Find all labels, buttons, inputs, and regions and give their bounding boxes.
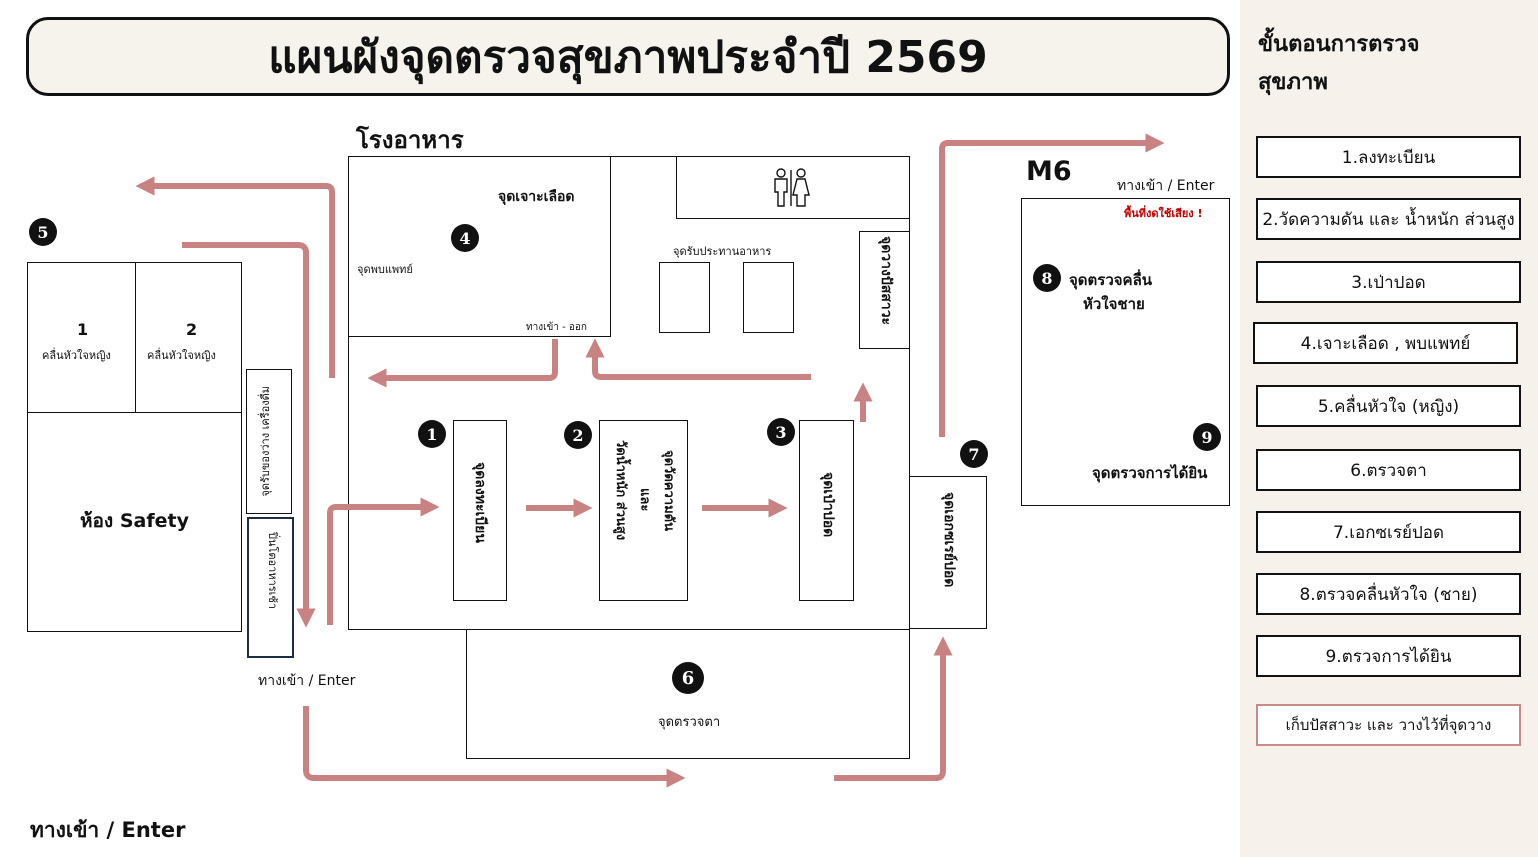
canteen-label: โรงอาหาร (356, 126, 464, 154)
marker-4: 4 (451, 224, 479, 252)
main-enter-label: ทางเข้า / Enter (30, 818, 186, 842)
arrow-exit-blood-room (367, 339, 558, 388)
bp-label-line1: จุดวัดความดัน (661, 450, 676, 531)
arrow-to-m6 (939, 133, 1165, 437)
flow-arrows (135, 133, 1165, 788)
restroom (676, 156, 910, 219)
room1-number: 1 (77, 320, 89, 339)
marker-7: 7 (960, 440, 988, 468)
ekg-room-1 (27, 262, 136, 413)
blood-point-label: จุดเจาะเลือด (498, 189, 575, 205)
hearing-label: จุดตรวจการได้ยิน (1092, 464, 1208, 482)
step-9: 9.ตรวจการได้ยิน (1256, 635, 1521, 677)
doctor-point-label: จุดพบแพทย์ (357, 263, 413, 276)
snack-point (246, 369, 292, 514)
marker-2: 2 (564, 421, 592, 449)
marker-1: 1 (418, 420, 446, 448)
room1-label: คลื่นหัวใจหญิง (42, 349, 111, 362)
breakfast-label: ปิ่นโตอาหารเช้า (266, 532, 279, 610)
marker-3: 3 (767, 418, 795, 446)
step-5: 5.คลื่นหัวใจ (หญิง) (1256, 385, 1521, 427)
step-6: 6.ตรวจตา (1256, 449, 1521, 491)
room2-number: 2 (186, 320, 198, 339)
step-1: 1.ลงทะเบียน (1256, 136, 1521, 178)
marker-6: 6 (672, 662, 704, 694)
dining-table-2 (743, 262, 794, 333)
step-7: 7.เอกซเรย์ปอด (1256, 511, 1521, 553)
eye-label: จุดตรวจตา (658, 715, 721, 730)
restroom-icon (774, 168, 810, 207)
ekg-male-line1: จุดตรวจคลื่น (1069, 271, 1153, 289)
marker-9: 9 (1193, 423, 1221, 451)
steps-sidebar: ขั้นตอนการตรวจ สุขภาพ 1.ลงทะเบียน 2.วัดค… (1240, 0, 1538, 857)
urine-point-label: จุดวางปัสสาวะ (878, 236, 894, 326)
urine-note: เก็บปัสสาวะ และ วางไว้ที่จุดวาง (1256, 704, 1521, 746)
safety-room-label: ห้อง Safety (80, 510, 189, 532)
bp-label-line3: วัดน้ำหนัก ส่วนสูง (613, 440, 628, 541)
register-label: จุดลงทะเบียน (472, 462, 488, 543)
arrow-eye-to-xray (834, 636, 953, 781)
dining-table-1 (659, 262, 710, 333)
enter-m6-label: ทางเข้า / Enter (1117, 178, 1215, 194)
arrow-exit-top-left (135, 176, 335, 378)
register-station (453, 420, 507, 601)
step-3: 3.เป่าปอด (1256, 261, 1521, 303)
page-title: แผนผังจุดตรวจสุขภาพประจำปี 2569 (26, 17, 1230, 96)
blood-room (348, 156, 611, 337)
marker-8: 8 (1033, 264, 1061, 292)
step-8: 8.ตรวจคลื่นหัวใจ (ชาย) (1256, 573, 1521, 615)
arrow-bottom-to-eye (303, 706, 686, 788)
eye-station (466, 629, 910, 759)
step-4: 4.เจาะเลือด , พบแพทย์ (1253, 322, 1518, 364)
bp-label-line2: และ (637, 488, 652, 512)
sidebar-heading-line2: สุขภาพ (1258, 70, 1328, 95)
in-out-label: ทางเข้า - ออก (526, 322, 587, 333)
xray-station (909, 476, 987, 629)
ekg-male-line2: หัวใจชาย (1083, 295, 1145, 313)
bp-station (599, 420, 688, 601)
arrow-into-left-path (182, 242, 316, 628)
ekg-room-2 (135, 262, 242, 413)
breakfast-point (247, 517, 294, 658)
room2-label: คลื่นหัวใจหญิง (147, 349, 216, 362)
lung-station (799, 420, 854, 601)
m6-room (1021, 198, 1230, 506)
sidebar-heading-line1: ขั้นตอนการตรวจ (1258, 32, 1420, 57)
urine-point (859, 231, 910, 349)
marker-5: 5 (29, 218, 57, 246)
enter-left-label: ทางเข้า / Enter (258, 673, 356, 689)
arrow-to-register (327, 497, 440, 625)
step-2: 2.วัดความดัน และ น้ำหนัก ส่วนสูง (1256, 198, 1521, 240)
dining-label: จุดรับประทานอาหาร (673, 245, 772, 258)
m6-label: M6 (1026, 156, 1072, 187)
lung-label: จุดเป่าปอด (820, 472, 836, 538)
quiet-zone-label: พื้นที่งดใช้เสียง ! (1124, 207, 1203, 220)
xray-label: จุดเอกซเรย์ปอด (941, 492, 957, 588)
arrow-to-blood-room (585, 338, 811, 380)
